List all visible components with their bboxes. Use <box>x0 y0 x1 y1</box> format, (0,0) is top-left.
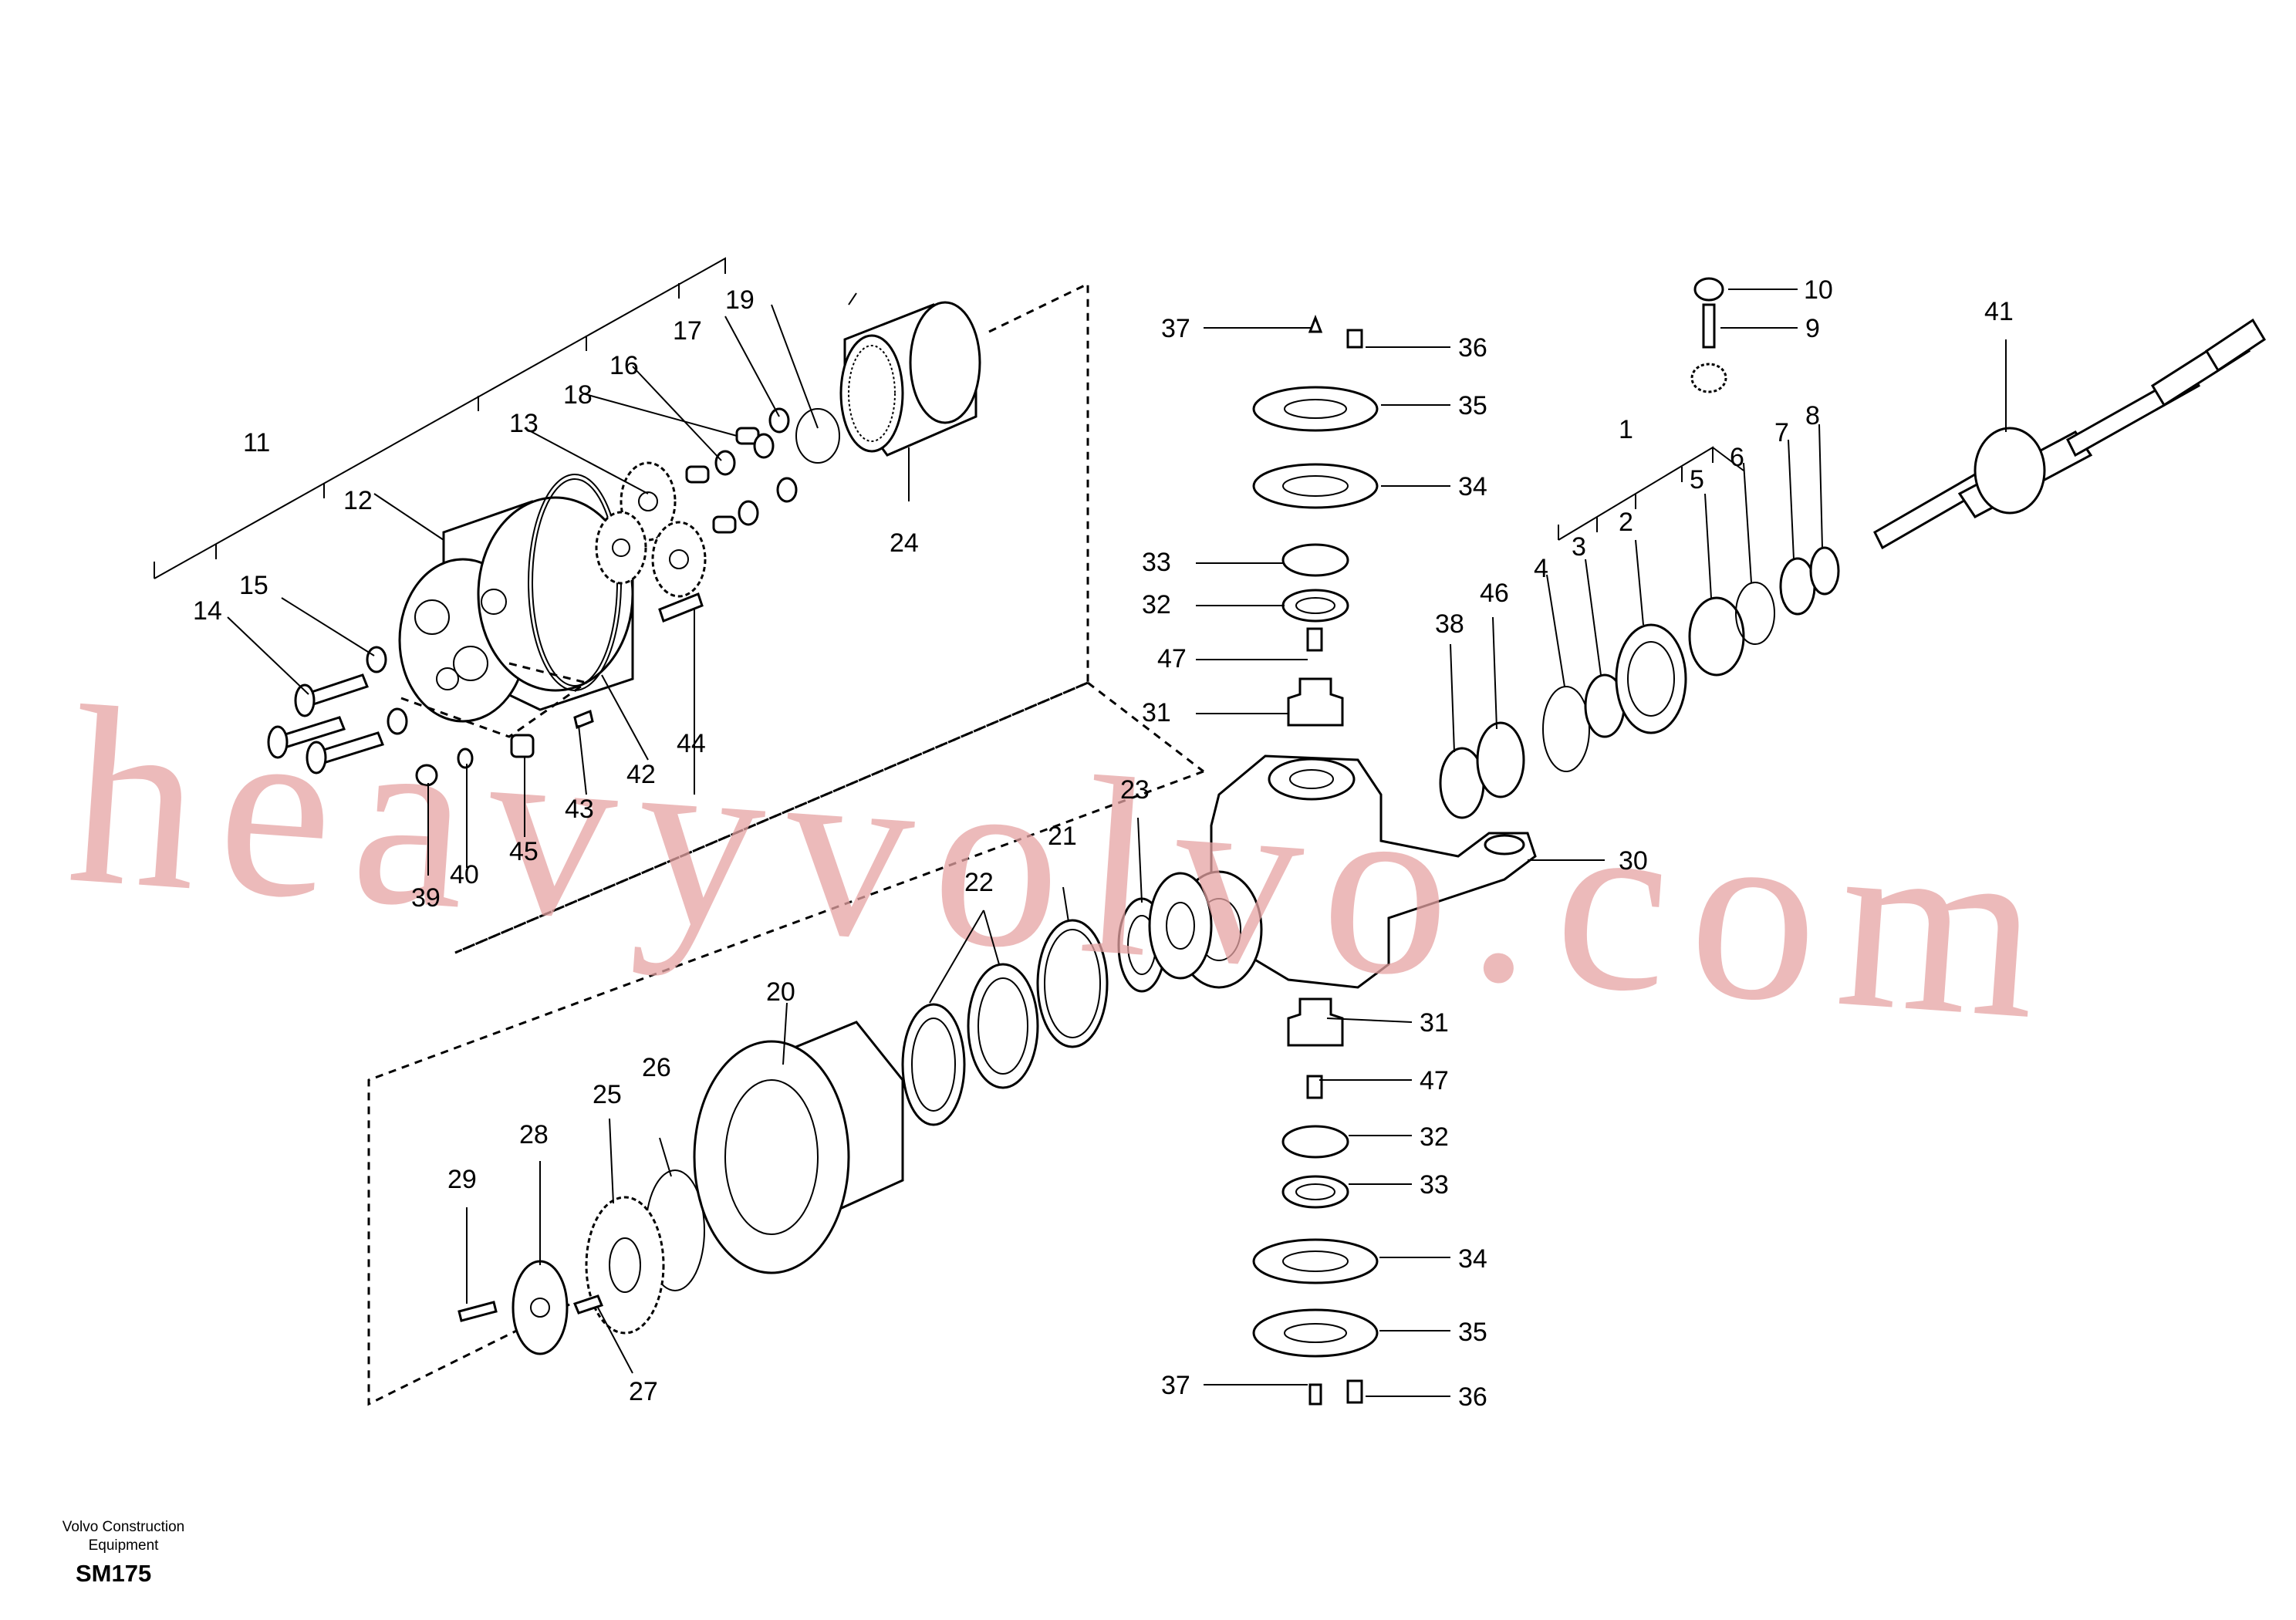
diagram-code: SM175 <box>76 1560 152 1587</box>
callout-labels: 1 2 3 4 5 6 7 8 9 10 11 12 13 14 15 16 1… <box>193 275 2014 1412</box>
callout-20: 20 <box>766 977 795 1007</box>
callout-42: 42 <box>626 760 656 789</box>
planet-gears <box>595 461 707 598</box>
screw <box>573 709 594 730</box>
callout-4: 4 <box>1534 554 1548 583</box>
needle-bearings <box>685 407 798 534</box>
callout-34-top: 34 <box>1458 472 1487 501</box>
callout-34-bottom: 34 <box>1458 1244 1487 1274</box>
kingpin-bottom-stack <box>1252 997 1379 1406</box>
callout-33-top: 33 <box>1142 548 1171 577</box>
planet-carrier-group <box>154 257 840 787</box>
callout-36-bottom: 36 <box>1458 1382 1487 1412</box>
callout-25: 25 <box>593 1080 622 1109</box>
callout-2: 2 <box>1619 508 1633 537</box>
callout-22: 22 <box>964 868 994 897</box>
callout-24: 24 <box>890 528 919 558</box>
callout-41: 41 <box>1984 297 2014 326</box>
footer-brand: Volvo Construction Equipment <box>31 1518 216 1555</box>
callout-28: 28 <box>519 1120 549 1149</box>
callout-46: 46 <box>1480 579 1509 608</box>
carrier-housing <box>398 496 634 723</box>
callout-35-bottom: 35 <box>1458 1318 1487 1347</box>
callout-11: 11 <box>243 428 270 457</box>
wheel-hub-group <box>693 872 1213 1274</box>
stud-nut <box>1690 277 1727 393</box>
footer-brand-line1: Volvo Construction <box>62 1519 185 1535</box>
kingpin-top-stack <box>1252 314 1379 727</box>
seal-washer <box>457 748 474 769</box>
callout-47-bottom: 47 <box>1420 1066 1449 1095</box>
callout-9: 9 <box>1805 314 1820 343</box>
footer-brand-line2: Equipment <box>88 1537 159 1554</box>
callout-18: 18 <box>563 380 593 410</box>
callout-31-top: 31 <box>1142 698 1171 727</box>
callout-32-bottom: 32 <box>1420 1122 1449 1152</box>
planet-pin <box>658 592 704 623</box>
callout-6: 6 <box>1730 443 1744 472</box>
callout-17: 17 <box>673 316 702 346</box>
callout-10: 10 <box>1804 275 1833 305</box>
callout-37-top: 37 <box>1161 314 1190 343</box>
ring-gear <box>839 301 981 457</box>
callout-44: 44 <box>677 729 706 758</box>
callout-12: 12 <box>343 486 373 515</box>
callout-30: 30 <box>1619 846 1648 876</box>
callout-33-bottom: 33 <box>1420 1170 1449 1200</box>
callout-37-bottom: 37 <box>1161 1371 1190 1400</box>
nut <box>510 734 535 758</box>
assembly-boundary <box>367 282 1204 1406</box>
callout-47-top: 47 <box>1157 644 1187 673</box>
callout-leaders <box>227 289 2007 1397</box>
callout-45: 45 <box>509 837 539 866</box>
callout-16: 16 <box>609 351 639 380</box>
callout-15: 15 <box>239 571 268 600</box>
callout-40: 40 <box>450 860 479 889</box>
callout-39: 39 <box>411 883 441 913</box>
callout-43: 43 <box>565 795 594 824</box>
callout-19: 19 <box>725 285 755 315</box>
callout-5: 5 <box>1690 465 1704 494</box>
callout-3: 3 <box>1572 532 1586 562</box>
sun-gear-group <box>458 1169 705 1355</box>
callout-7: 7 <box>1774 418 1789 447</box>
callout-13: 13 <box>509 409 539 438</box>
callout-27: 27 <box>629 1377 658 1406</box>
callout-21: 21 <box>1048 822 1077 851</box>
callout-29: 29 <box>447 1165 477 1194</box>
callout-14: 14 <box>193 596 222 626</box>
callout-35-top: 35 <box>1458 391 1487 420</box>
callout-1: 1 <box>1619 415 1633 444</box>
axle-shaft <box>1873 318 2267 550</box>
callout-26: 26 <box>642 1053 671 1082</box>
callout-38: 38 <box>1435 609 1464 639</box>
shaft-seals-group <box>1439 446 1840 819</box>
callout-36-top: 36 <box>1458 333 1487 363</box>
plug <box>415 764 438 787</box>
carrier-bolts <box>267 646 408 775</box>
snap-ring <box>795 408 840 464</box>
callout-23: 23 <box>1120 775 1150 805</box>
callout-8: 8 <box>1805 401 1820 430</box>
callout-31-bottom: 31 <box>1420 1008 1449 1038</box>
callout-32-top: 32 <box>1142 590 1171 619</box>
